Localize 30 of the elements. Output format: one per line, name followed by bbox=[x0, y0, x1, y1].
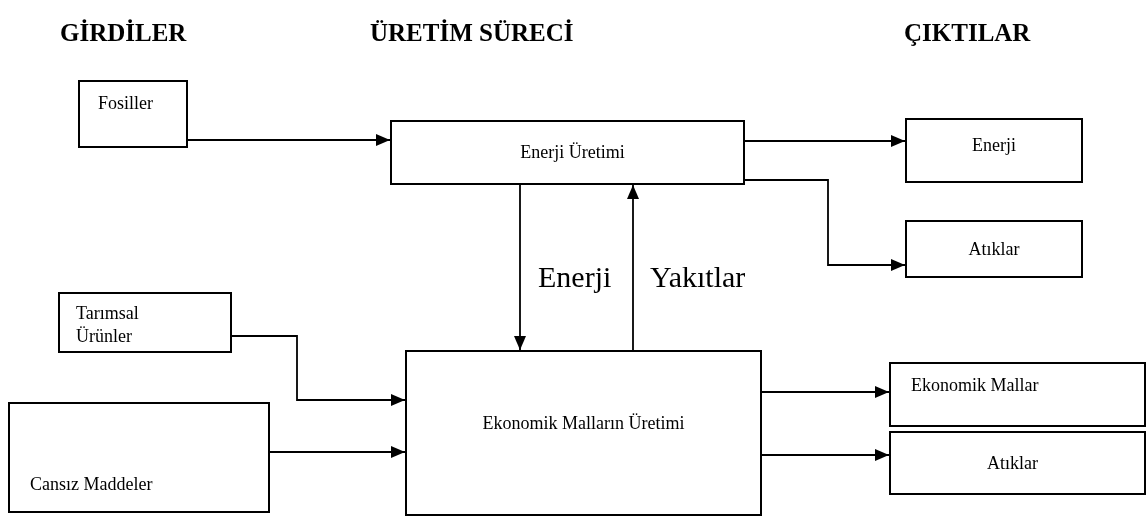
box-label: Ekonomik Malların Üretimi bbox=[482, 411, 685, 435]
process-box bbox=[905, 220, 1083, 278]
box-label: Cansız Maddeler bbox=[30, 472, 153, 495]
arrow bbox=[627, 184, 639, 351]
box-label: Fosiller bbox=[98, 92, 153, 115]
box-label: Enerji Üretimi bbox=[520, 141, 625, 164]
arrow bbox=[744, 179, 906, 271]
arrow bbox=[269, 446, 406, 458]
process-box bbox=[58, 292, 232, 353]
box-label: Tarımsal Ürünler bbox=[76, 302, 140, 347]
process-box bbox=[405, 350, 762, 516]
arrow bbox=[744, 135, 906, 147]
arrow bbox=[761, 386, 890, 398]
process-box bbox=[905, 118, 1083, 183]
arrow bbox=[187, 134, 391, 146]
box-label: Atıklar bbox=[987, 451, 1038, 475]
box-label: Enerji bbox=[972, 134, 1016, 157]
process-box bbox=[8, 402, 270, 513]
process-box bbox=[78, 80, 188, 148]
column-heading: ÜRETİM SÜRECİ bbox=[370, 18, 574, 48]
arrow bbox=[761, 449, 890, 461]
box-label: Atıklar bbox=[968, 237, 1020, 261]
column-heading: GİRDİLER bbox=[60, 18, 187, 48]
column-heading: ÇIKTILAR bbox=[904, 18, 1031, 48]
process-box bbox=[889, 431, 1146, 495]
box-label: Ekonomik Mallar bbox=[911, 374, 1039, 397]
arrow bbox=[231, 335, 406, 406]
process-box bbox=[889, 362, 1146, 427]
arrow bbox=[514, 184, 526, 351]
process-box bbox=[390, 120, 745, 185]
